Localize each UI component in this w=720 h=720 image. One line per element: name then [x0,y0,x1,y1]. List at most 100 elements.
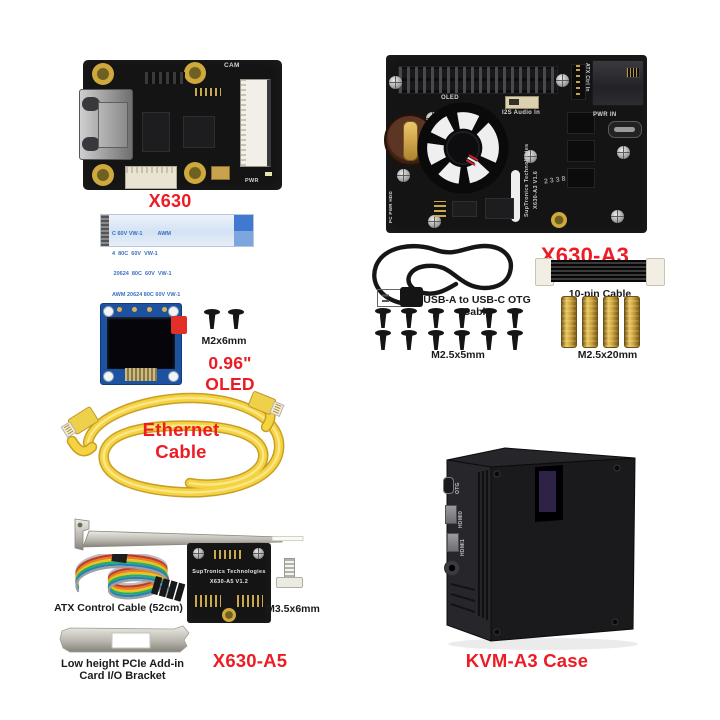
pin-header [214,550,244,559]
x630a3-board: ATX Ctrl In OLED [384,55,647,233]
battery-clip [403,121,418,161]
oled-corner-hole [103,371,114,382]
bracket-cutout [111,632,151,649]
case-screw [493,628,501,636]
atx-ctrl-label: ATX Ctrl In [584,63,590,92]
screw-m25x5 [427,308,445,330]
standoff-m25x20 [561,296,577,348]
ffc-marking: C 60V VW-1 AWM 4 80C 60V VW-1 20624 80C … [112,217,240,298]
i2s-switch [505,96,539,109]
screw-m25x5 [400,330,418,352]
cooling-fan [417,102,509,194]
mounting-hole [184,62,206,84]
screw-head [428,215,441,228]
oled-pin [132,307,137,312]
screw-head [193,548,204,559]
case-otg-label: OTG [455,482,461,494]
pin-connector [567,168,595,188]
rj45-connector-right [248,391,285,417]
low-bracket-label-1: Low height PCIe Add-in [60,658,185,670]
screw-m35x6 [276,558,303,592]
mounting-hole [551,212,567,228]
mounting-hole [184,162,206,184]
a5-brand: SupTronics Technologies [192,569,266,575]
hdmi-shell-body [98,102,128,148]
usb-otg-cable-coil [372,243,514,307]
oled-corner-hole [103,306,114,317]
screw-head [556,74,569,87]
passives-cluster [145,72,185,84]
case-usbc-otg-port [443,477,454,494]
i2s-label: I2S Audio In [502,110,541,116]
model-vertical: X630-A3 V1.6 [533,170,539,209]
screw-m25x5 [374,308,392,330]
oled-screen [107,317,175,369]
ffc-stiffener-left [101,215,109,246]
dupont-connectors [151,576,186,602]
screw-m25x5 [480,330,498,352]
m35x6-label: M3.5x6mm [266,603,320,615]
ethernet-label: Ethernet Cable [142,419,220,462]
screw-head [253,548,264,559]
ribbon-wires [551,260,647,282]
hdmi-notch [82,97,100,111]
case-hdmi0-port [445,505,457,524]
m25x5-label: M2.5x5mm [431,349,485,361]
a5-model: X630-A5 V1.2 [209,579,249,585]
atx-cable-label: ATX Control Cable (52cm) [54,602,183,614]
screw-head [611,210,624,223]
oled-pin [162,307,167,312]
oled-silk-label: OLED [441,95,459,101]
jumper-pads [237,595,263,607]
date-code: 2338 [543,175,568,186]
screw-flange [276,577,303,588]
ffc-marking-line: AWM 20624 80C 60V VW-1 [112,291,181,298]
solder-pads [195,88,221,96]
cable-tape [111,554,128,564]
case-front-face [490,457,636,642]
standoff-m25x20 [603,296,619,348]
pin-connector [567,112,595,134]
rj45-pins [626,67,640,78]
pcie-bracket-low [59,625,190,653]
pwr-label: PWR [245,178,259,184]
case-vents [477,470,489,620]
hdmi-port [79,89,133,160]
x630-board: CAM PWR [83,60,282,190]
ffc-stiffener-right [234,215,253,246]
usbc-power-port [608,121,642,138]
ic-chip [452,201,477,217]
screw-m25x5 [480,308,498,330]
screw-m2x6 [203,309,221,331]
low-bracket-label-2: Card I/O Bracket [79,670,166,682]
screw-m25x5 [453,330,471,352]
pin-connector [567,140,595,162]
oled-pin [147,307,152,312]
screw-head [617,146,630,159]
kvm-case-label: KVM-A3 Case [465,650,589,671]
atx-ctrl-header [571,64,586,100]
x630-label: X630 [148,191,192,211]
case-screw [613,464,621,472]
case-hdmi1-port [447,533,459,552]
gpio-header [398,66,558,94]
case-oled-screen [539,471,556,512]
ffc-ribbon-cable: C 60V VW-1 AWM 4 80C 60V VW-1 20624 80C … [100,214,254,298]
case-screw [611,618,619,626]
m25x20-label: M2.5x20mm [577,349,638,361]
ethernet-jack [592,60,644,106]
usbc-tongue [614,126,635,132]
ffc-marking-line: 20624 80C 60V VW-1 [112,271,172,278]
rj45-connector-left [60,406,99,438]
cam-label: CAM [224,62,240,69]
usb-a-overmold [400,287,423,307]
camera-slot [511,170,520,222]
pwr-in-label: PWR IN [593,112,617,118]
mounting-hole [222,608,236,622]
red-marker [171,316,187,334]
case-vents-lower [450,583,476,613]
oled-module [100,303,182,385]
switch-slider [509,99,519,105]
screw-m25x5 [453,308,471,330]
fan-sticker [465,154,479,166]
